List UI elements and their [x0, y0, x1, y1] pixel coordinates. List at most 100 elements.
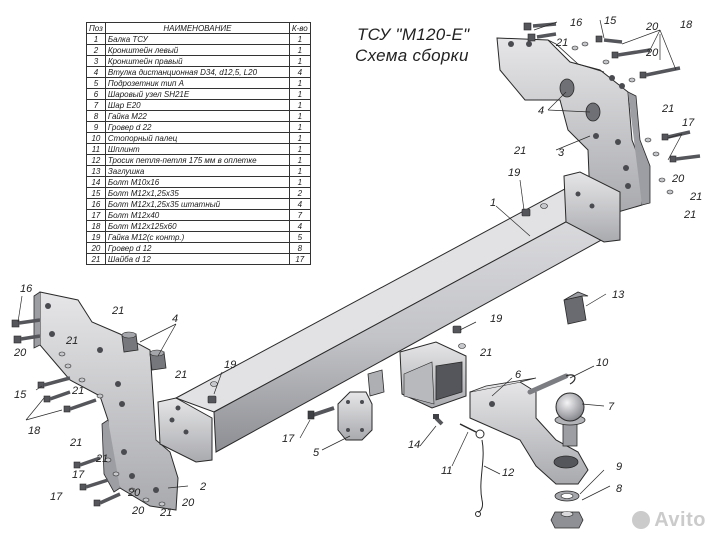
row-position: 18: [86, 220, 106, 232]
row-position: 9: [86, 121, 106, 133]
row-position: 10: [86, 132, 106, 144]
row-name: Заглушка: [104, 165, 290, 177]
callout-1: 1: [490, 197, 496, 209]
callout-19-beam-left: 19: [224, 359, 236, 371]
callout-9: 9: [616, 461, 622, 473]
row-position: 15: [86, 187, 106, 199]
row-quantity: 4: [288, 220, 311, 232]
right-bracket: [496, 37, 651, 213]
grover-washer-22: [554, 490, 580, 502]
row-name: Балка ТСУ: [104, 33, 290, 45]
row-position: 6: [86, 88, 106, 100]
callout-19-beam-right: 19: [508, 167, 520, 179]
callout-10: 10: [596, 357, 609, 369]
callout-21-left-c: 21: [95, 453, 108, 465]
left-bracket: [33, 291, 179, 511]
row-quantity: 1: [288, 88, 311, 100]
callout-16-bottom: 16: [20, 283, 33, 295]
callout-12: 12: [502, 467, 514, 479]
leader-lines: [17, 19, 683, 501]
row-quantity: 1: [288, 55, 311, 67]
callout-18-top: 18: [680, 19, 693, 31]
tow-ball: [554, 392, 586, 447]
row-position: 14: [86, 176, 106, 188]
row-name: Втулка дистанционная D34, d12,5, L20: [104, 66, 290, 78]
row-name: Подрозетник тип А: [104, 77, 290, 89]
callout-15-top: 15: [604, 15, 617, 27]
row-name: Болт M12x1,25x35: [104, 187, 290, 199]
socket-plate: [337, 391, 373, 441]
row-position: 7: [86, 99, 106, 111]
callout-20-top-a: 20: [645, 21, 659, 33]
row-position: 8: [86, 110, 106, 122]
callout-17-right: 17: [682, 117, 695, 129]
row-quantity: 1: [288, 44, 311, 56]
fastener-set: [11, 22, 701, 507]
row-position: 13: [86, 165, 106, 177]
locking-pin: [527, 373, 576, 395]
row-position: 17: [86, 209, 106, 221]
row-name: Кронштейн правый: [104, 55, 290, 67]
row-quantity: 1: [288, 121, 311, 133]
callout-17-left: 17: [72, 469, 85, 481]
col-header-position: Поз: [86, 22, 106, 34]
row-position: 3: [86, 55, 106, 67]
callout-17-bottom: 17: [50, 491, 63, 503]
callout-20-top-b: 20: [645, 47, 659, 59]
row-quantity: 1: [288, 77, 311, 89]
row-name: Стопорный палец: [104, 132, 290, 144]
row-position: 4: [86, 66, 106, 78]
row-quantity: 17: [288, 253, 311, 265]
bolt-m10: [433, 414, 444, 426]
row-position: 2: [86, 44, 106, 56]
callout-21-mid-right: 21: [661, 103, 674, 115]
callouts: 1 2 3 4 4 5 6 7 8 9 10 11 12 13 14 15 15…: [13, 15, 702, 519]
spacer-bushing-right: [559, 78, 601, 122]
main-beam: [157, 171, 621, 463]
callout-17-beam: 17: [282, 433, 295, 445]
callout-21-beam-left: 21: [174, 369, 187, 381]
callout-4-right: 4: [538, 105, 544, 117]
callout-20-left-top: 20: [13, 347, 27, 359]
callout-20-bottom-a: 20: [127, 487, 141, 499]
callout-3: 3: [558, 147, 565, 159]
row-quantity: 4: [288, 66, 311, 78]
callout-7: 7: [608, 401, 615, 413]
watermark-text: Avito: [654, 509, 706, 531]
row-name: Гайка M22: [104, 110, 290, 122]
plug-cap: [563, 291, 589, 325]
row-quantity: 1: [288, 143, 311, 155]
callout-13: 13: [612, 289, 625, 301]
row-name: Шайба d 12: [104, 253, 290, 265]
row-quantity: 1: [288, 132, 311, 144]
row-name: Шаровый узел SH21E: [104, 88, 290, 100]
callout-14: 14: [408, 439, 420, 451]
callout-20-right: 20: [671, 173, 685, 185]
col-header-name: НАИМЕНОВАНИЕ: [104, 22, 290, 34]
row-name: Шплинт: [104, 143, 290, 155]
row-name: Гровер d 22: [104, 121, 290, 133]
callout-20-bottom-c: 20: [181, 497, 195, 509]
row-quantity: 1: [288, 110, 311, 122]
nut-m22: [550, 511, 584, 529]
ball-mount: [469, 377, 589, 485]
watermark: Avito: [632, 509, 706, 532]
row-quantity: 7: [288, 209, 311, 221]
callout-20-bottom-b: 20: [131, 505, 145, 517]
callout-4-left: 4: [172, 313, 178, 325]
row-quantity: 1: [288, 33, 311, 45]
row-quantity: 1: [288, 99, 311, 111]
diagram-title: ТСУ "М120-Е": [357, 25, 470, 44]
